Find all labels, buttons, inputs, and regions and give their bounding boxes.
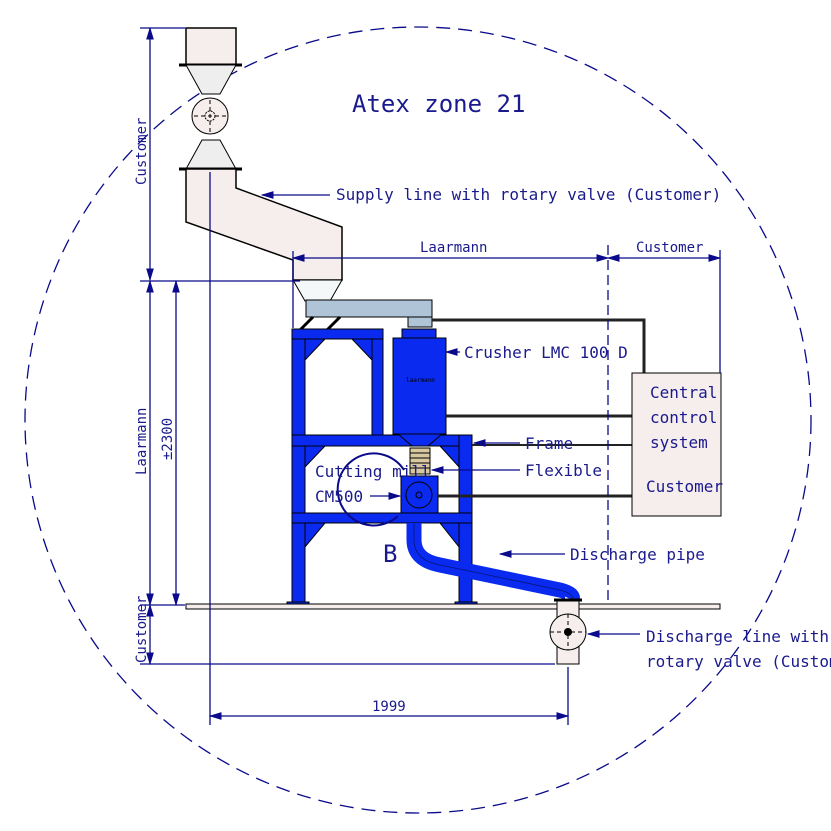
- dim-width: 1999: [372, 699, 406, 715]
- control-label-line1: Central: [650, 383, 717, 402]
- label-discharge-line-2: rotary valve (Customer): [646, 652, 831, 671]
- label-discharge-pipe: Discharge pipe: [570, 545, 705, 564]
- floor: [185, 603, 721, 610]
- label-detail-b: B: [383, 540, 397, 568]
- dimension-lines: [140, 26, 722, 725]
- label-crusher: Crusher LMC 100 D: [464, 343, 628, 362]
- discharge-pipe: [406, 523, 580, 604]
- control-wiring: [432, 318, 646, 498]
- dim-customer-top: Customer: [636, 240, 703, 256]
- central-control-system-box: Central control system Customer: [631, 372, 723, 517]
- crusher: laarmann: [392, 328, 447, 447]
- dim-height: ±2300: [160, 418, 176, 460]
- label-supply-line: Supply line with rotary valve (Customer): [336, 185, 721, 204]
- dim-customer-left-bottom: Customer: [134, 596, 150, 663]
- dim-laarmann-left: Laarmann: [134, 408, 150, 475]
- label-discharge-line-1: Discharge line with: [646, 627, 829, 646]
- rotary-valve-icon: [191, 97, 229, 135]
- flexible-connector: [409, 447, 431, 475]
- cutting-mill: [400, 475, 439, 514]
- control-label-line3: system: [650, 433, 708, 452]
- control-label-line2: control: [650, 408, 717, 427]
- feeder: [292, 279, 433, 332]
- label-flexible: Flexible: [525, 461, 602, 480]
- dim-laarmann-top: Laarmann: [420, 240, 487, 256]
- supply-line: [179, 27, 343, 281]
- discharge-line: [549, 598, 587, 665]
- dim-customer-left-top: Customer: [134, 118, 150, 185]
- detail-b-circle: [336, 452, 405, 527]
- atex-zone-title: Atex zone 21: [352, 90, 525, 118]
- crusher-brand: laarmann: [406, 377, 435, 384]
- rotary-valve-icon: [549, 613, 587, 651]
- label-cutting-mill: Cutting mill: [315, 462, 431, 481]
- label-frame: Frame: [525, 434, 573, 453]
- atex-zone-boundary: [24, 26, 812, 814]
- label-cm500: CM500: [315, 487, 363, 506]
- control-label-customer: Customer: [646, 477, 723, 496]
